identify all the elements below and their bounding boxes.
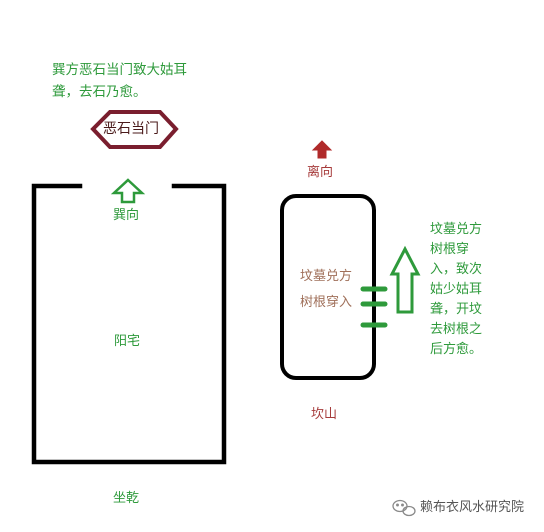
top-note-line2: 聋，去石乃愈。 [52, 84, 147, 100]
right-note-line: 聋，开坟 [430, 302, 483, 317]
right-note-line: 姑少姑耳 [430, 282, 483, 297]
yang-house-outline [31, 183, 227, 465]
house-label: 阳宅 [114, 334, 141, 349]
right-note-line: 树根穿 [430, 242, 470, 257]
top-note-line1: 巽方恶石当门致大姑耳 [52, 62, 187, 78]
tree-root-bars [360, 286, 388, 328]
li-direction-label: 离向 [307, 165, 334, 180]
grave-label-line2: 树根穿入 [300, 295, 353, 310]
grave-label-line1: 坟墓兑方 [300, 269, 353, 284]
watermark-text: 赖布衣风水研究院 [420, 500, 525, 515]
right-note-line: 坟墓兑方 [430, 222, 483, 237]
hexagon-stone-icon [90, 110, 179, 149]
house-wall-left [31, 183, 227, 465]
right-note-line: 后方愈。 [430, 342, 483, 357]
red-up-arrow-icon [311, 140, 333, 159]
right-note-line: 去树根之 [430, 322, 483, 337]
big-up-arrow-icon [389, 245, 421, 314]
stone-label: 恶石当门 [103, 121, 159, 137]
wechat-icon [392, 499, 416, 517]
grave-outline [280, 194, 376, 380]
right-note-line: 入，致次 [430, 262, 483, 277]
zuo-qian-label: 坐乾 [113, 491, 140, 506]
xun-direction-label: 巽向 [113, 208, 140, 223]
kan-mountain-label: 坎山 [311, 407, 338, 422]
up-arrow-icon [110, 178, 146, 204]
right-note: 坟墓兑方 树根穿 入，致次 姑少姑耳 聋，开坟 去树根之 后方愈。 [430, 220, 540, 360]
